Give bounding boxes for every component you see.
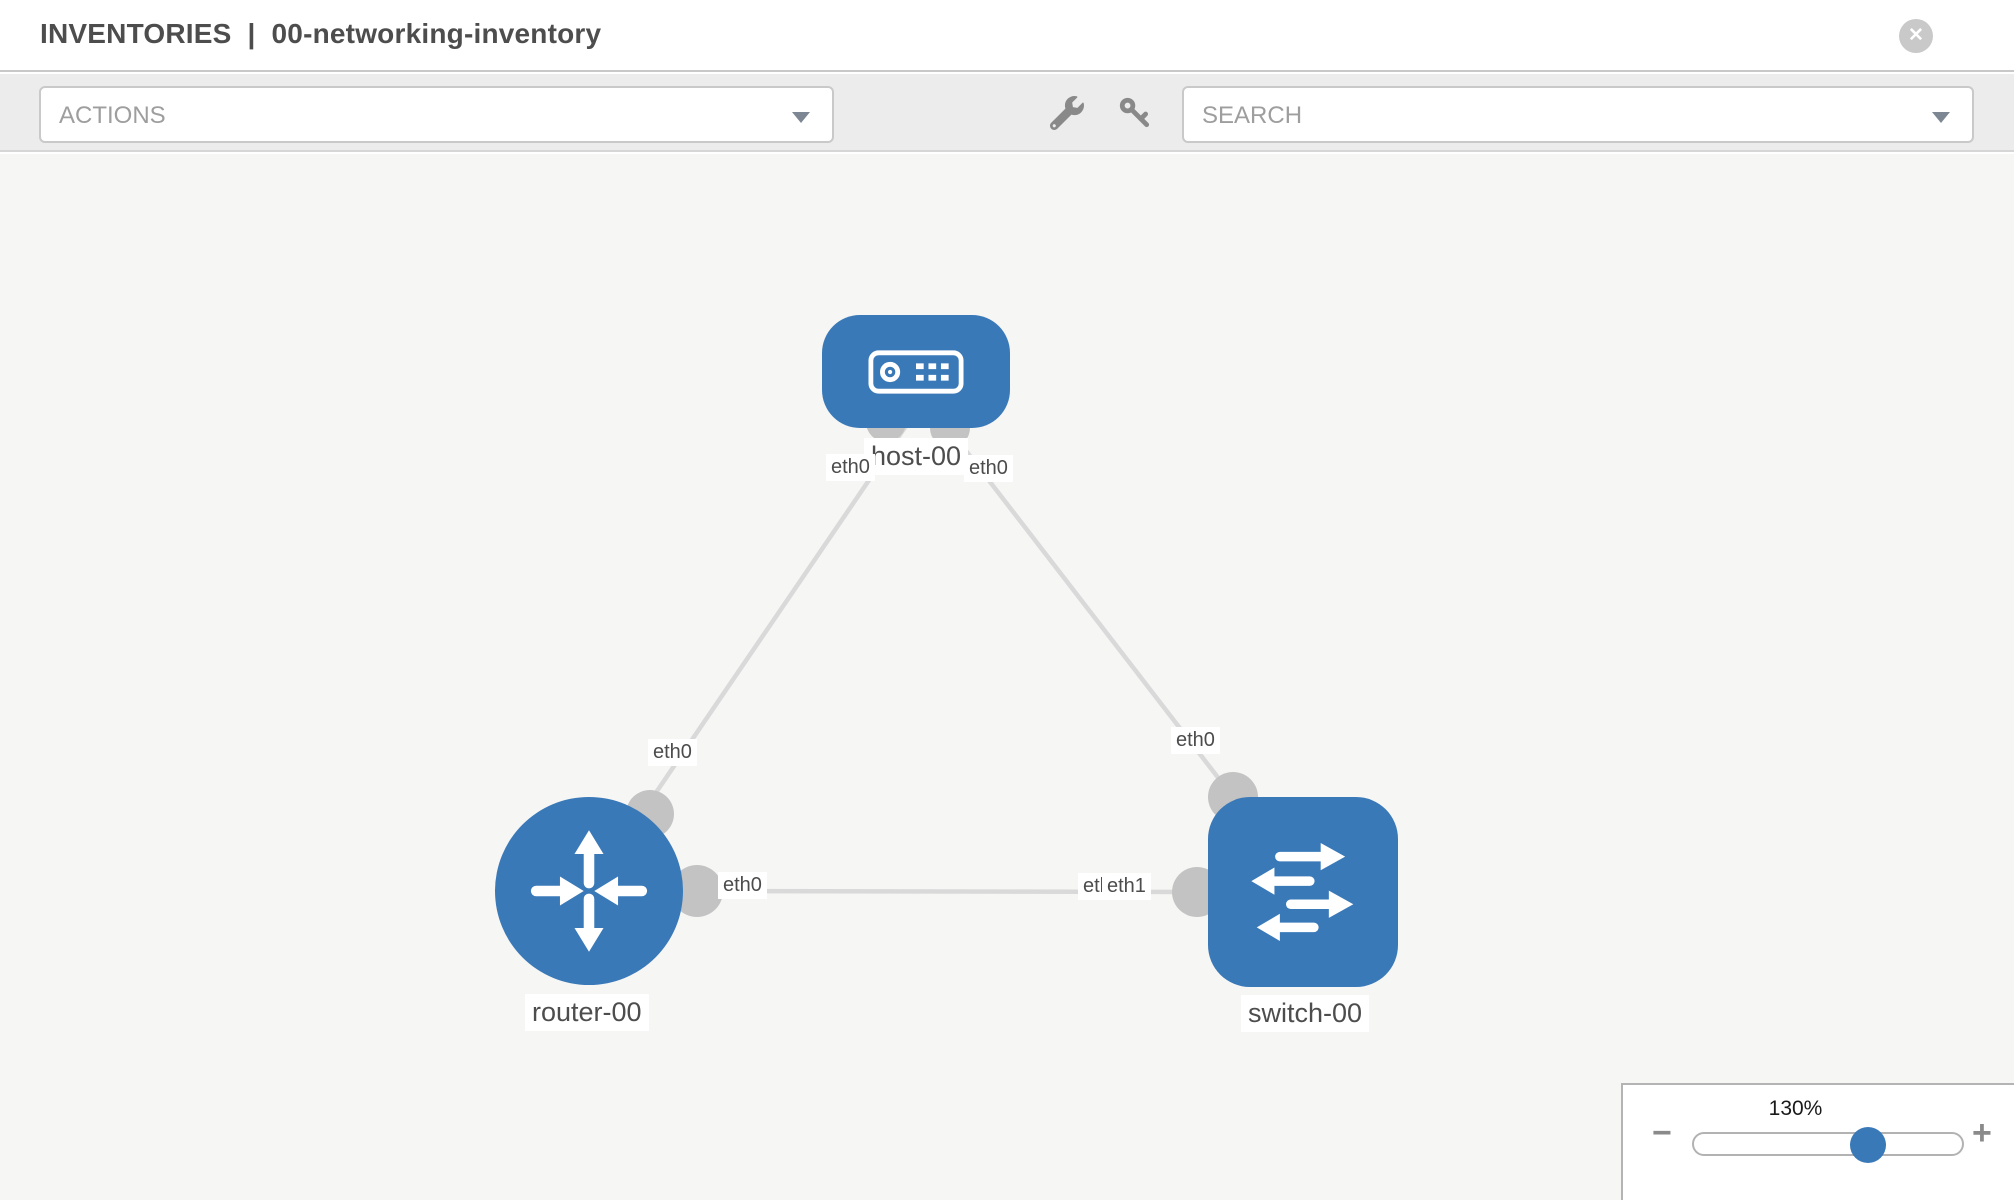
interface-label-switch-eth1: eth1	[1102, 873, 1151, 900]
key-icon[interactable]	[1118, 96, 1152, 130]
page-title: INVENTORIES | 00-networking-inventory	[40, 18, 609, 50]
interface-label-router-eth0: eth0	[718, 872, 767, 899]
router-icon	[530, 830, 648, 952]
page-title-section: INVENTORIES	[40, 18, 232, 49]
link-host-router[interactable]	[623, 418, 912, 840]
links-layer	[623, 402, 1258, 917]
interface-label-host-eth0-right: eth0	[964, 455, 1013, 482]
toolbar: ACTIONS SEARCH	[0, 74, 2014, 152]
wrench-icon[interactable]	[1049, 96, 1084, 131]
node-label-switch: switch-00	[1241, 995, 1370, 1032]
actions-dropdown[interactable]: ACTIONS	[39, 86, 834, 143]
actions-dropdown-label: ACTIONS	[59, 102, 166, 129]
search-dropdown[interactable]: SEARCH	[1182, 86, 1974, 143]
chevron-down-icon	[792, 112, 810, 123]
node-label-host: host-00	[864, 438, 969, 475]
host-icon	[868, 350, 964, 394]
interface-label-router-eth0-up: eth0	[648, 739, 697, 766]
endpoint-dot	[671, 865, 723, 917]
topology-canvas[interactable]: host-00 router-00 switch-00 eth0 eth0 et…	[0, 154, 2014, 1200]
node-host-00[interactable]	[822, 315, 1010, 428]
interface-label-switch-eth0-up: eth0	[1171, 727, 1220, 754]
zoom-slider-track[interactable]	[1692, 1127, 1964, 1163]
chevron-down-icon	[1932, 112, 1950, 123]
zoom-slider-thumb[interactable]	[1850, 1127, 1886, 1163]
page-title-inventory-name: 00-networking-inventory	[271, 18, 602, 49]
page-title-separator: |	[247, 18, 256, 49]
header: INVENTORIES | 00-networking-inventory ✕	[0, 0, 2014, 72]
node-router-00[interactable]	[495, 797, 683, 985]
node-switch-00[interactable]	[1208, 797, 1398, 987]
zoom-level-value: 130%	[1768, 1097, 1823, 1120]
interface-label-host-eth0-left: eth0	[826, 454, 875, 481]
zoom-in-button[interactable]: +	[1972, 1114, 1992, 1152]
close-icon[interactable]: ✕	[1899, 19, 1933, 53]
node-label-router: router-00	[525, 994, 649, 1031]
zoom-control-panel: 130% − +	[1621, 1083, 2014, 1200]
search-dropdown-label: SEARCH	[1202, 102, 1303, 129]
interface-label-switch-overlap: eth0 eth1	[1078, 873, 1151, 900]
zoom-out-button[interactable]: −	[1652, 1114, 1672, 1152]
switch-icon	[1251, 843, 1354, 941]
